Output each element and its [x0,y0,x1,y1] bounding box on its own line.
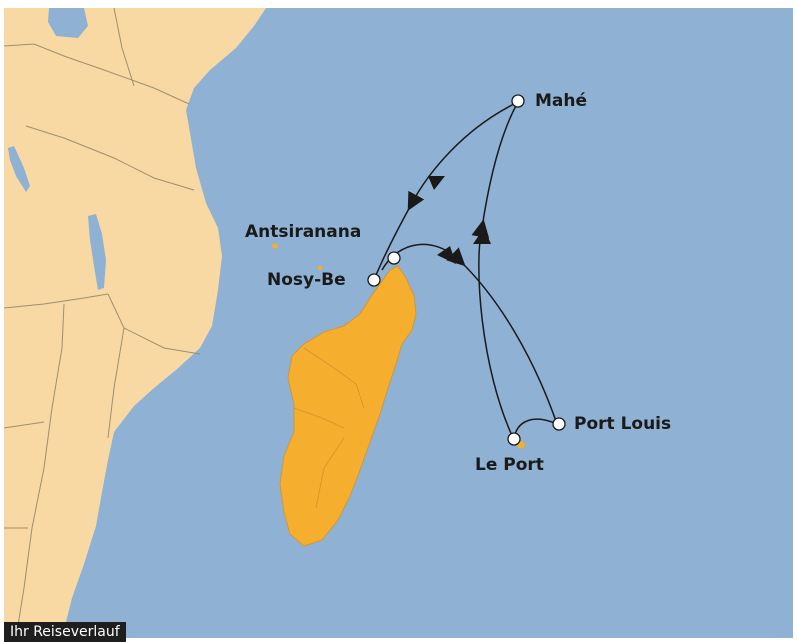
lake-malawi [88,214,106,290]
africa-mainland [4,8,266,638]
arrow-northbound [473,228,491,244]
arrow-eastbound [437,246,456,264]
route-mahe-to-nosybe [373,101,519,281]
port-marker-antsiranana [387,251,401,265]
madagascar [279,265,417,547]
route-map [4,8,793,638]
port-marker-nosy-be [367,273,381,287]
direction-arrows [428,176,491,264]
island-comoros [272,243,278,249]
madagascar-rivers [293,347,365,509]
label-antsiranana: Antsiranana [245,222,362,242]
port-marker-port-louis [552,417,566,431]
label-le-port: Le Port [475,455,544,475]
route-nosybe-to-portlouis [381,243,558,425]
itinerary-caption: Ihr Reiseverlauf [4,622,126,642]
island-mayotte [317,266,323,270]
port-marker-le-port [507,432,521,446]
port-marker-mahe [511,94,525,108]
lake-tanganyika [8,146,30,192]
country-borders [4,8,201,638]
arrow-southbound [428,176,445,190]
map-frame: Mahé Antsiranana Nosy-Be Port Louis Le P… [4,8,793,638]
lake-victoria [48,8,88,38]
label-mahe: Mahé [535,91,588,111]
port-markers [367,94,566,446]
label-nosy-be: Nosy-Be [267,270,346,290]
label-port-louis: Port Louis [574,414,672,434]
